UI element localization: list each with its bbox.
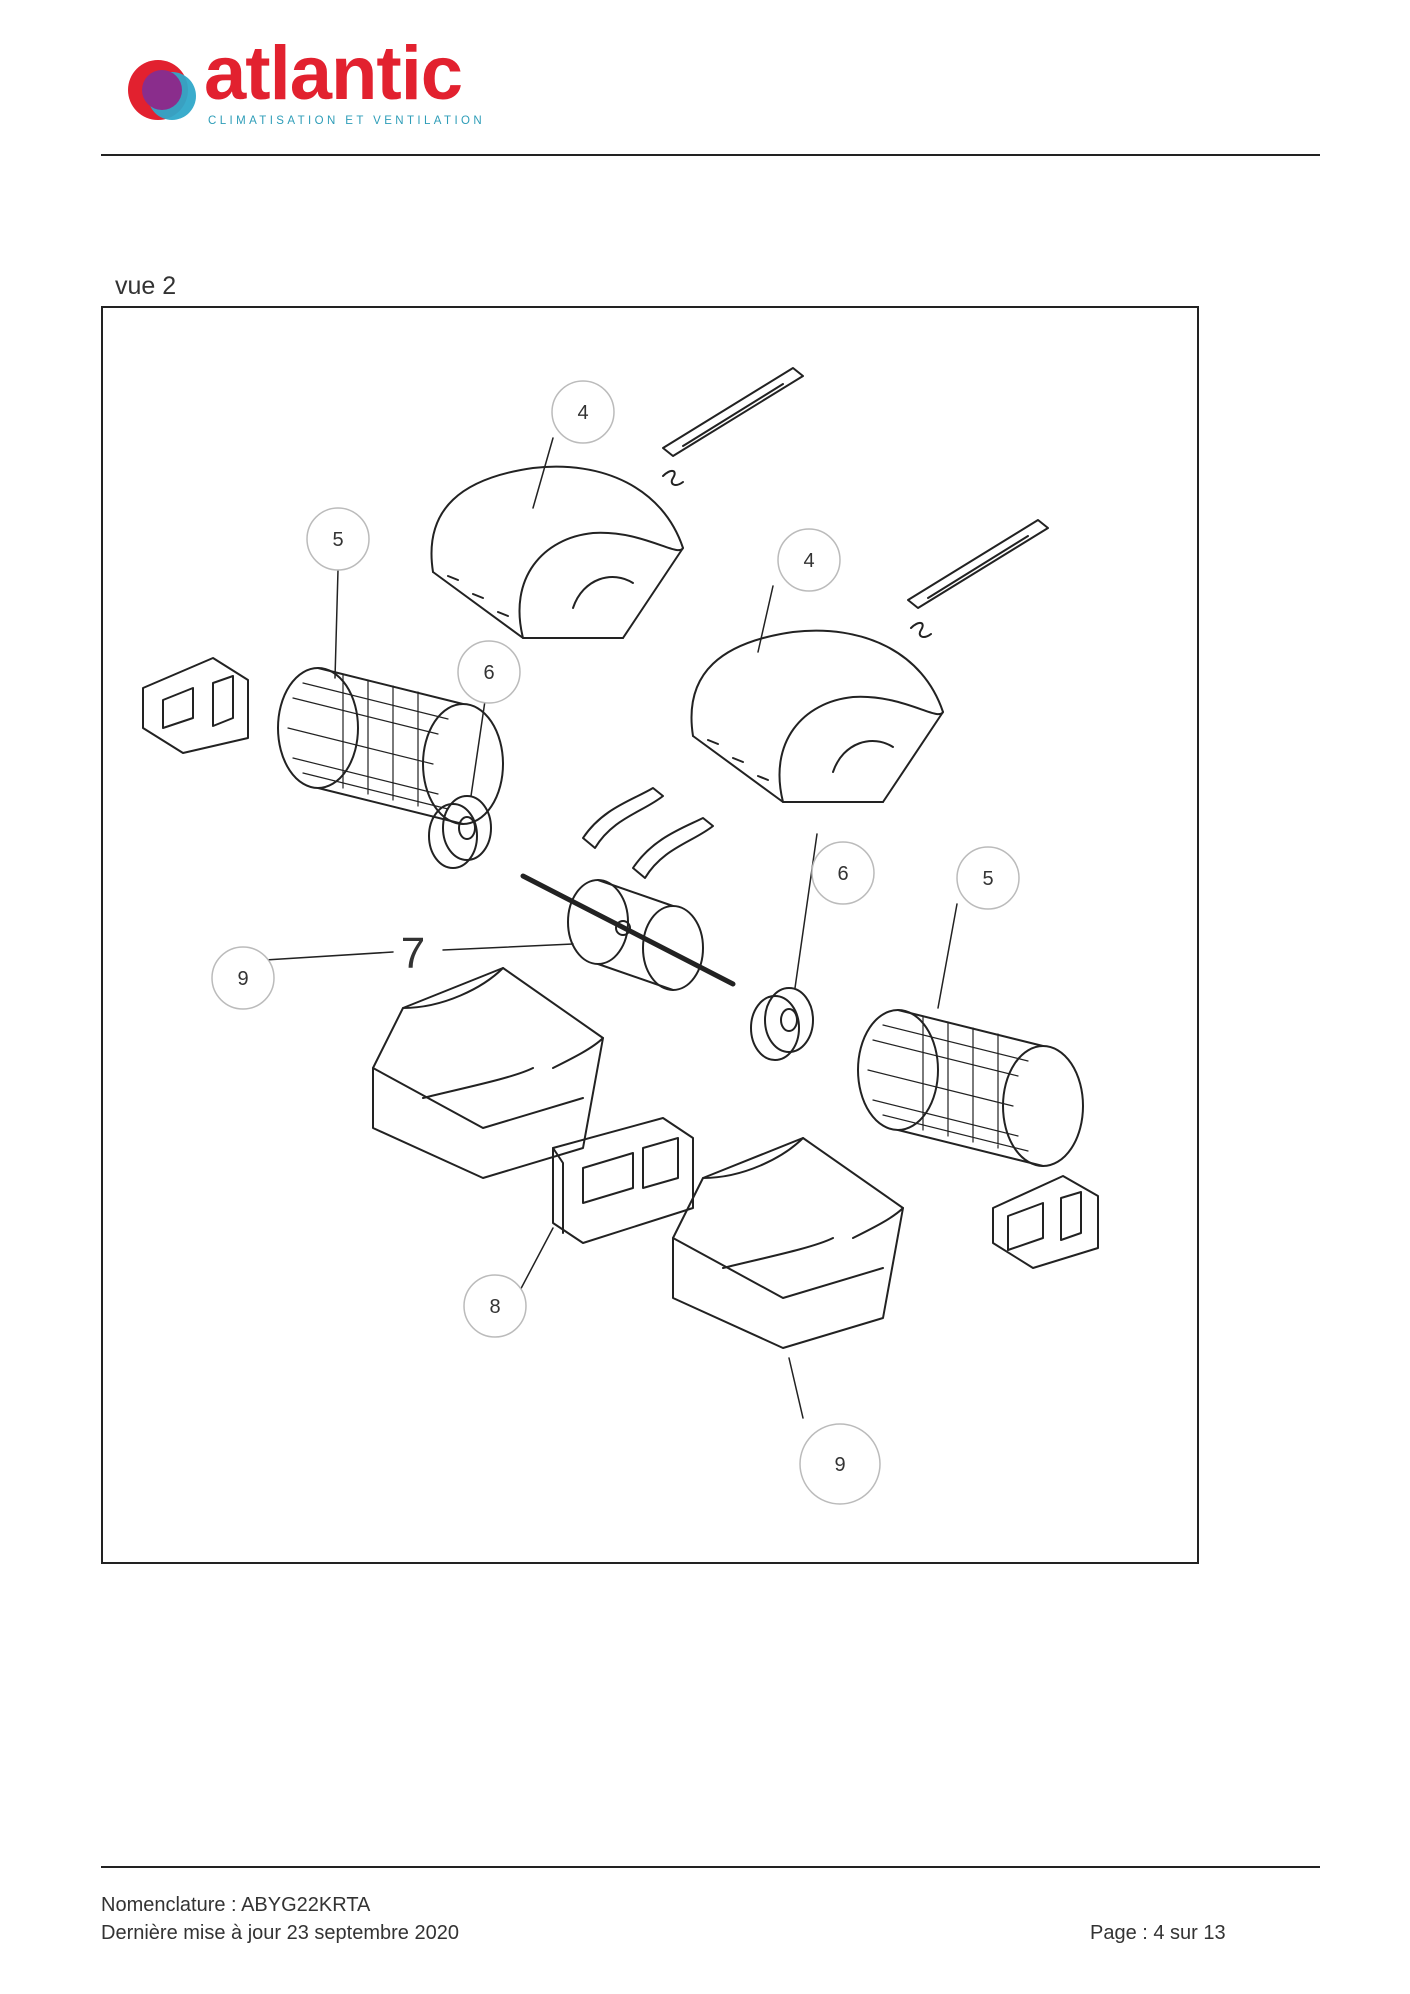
scroll-housing-lower-left bbox=[372, 967, 604, 1179]
brand-name: atlantic bbox=[204, 31, 463, 116]
footer-page-number: Page : 4 sur 13 bbox=[1090, 1922, 1226, 1944]
callout-label: 6 bbox=[483, 662, 494, 684]
exploded-view-drawing: 4 4 5 5 6 6 7 8 9 9 bbox=[142, 367, 1099, 1505]
brand-logo: atlantic CLIMATISATION ET VENTILATION bbox=[118, 36, 498, 134]
footer-rule bbox=[101, 1866, 1320, 1868]
callout-label: 4 bbox=[803, 550, 814, 572]
callout-label: 7 bbox=[401, 929, 425, 978]
exploded-view-frame: 4 4 5 5 6 6 7 8 9 9 bbox=[101, 306, 1199, 1564]
header-rule bbox=[101, 154, 1320, 156]
callout-label: 9 bbox=[237, 968, 248, 990]
footer-updated: Dernière mise à jour 23 septembre 2020 bbox=[101, 1922, 459, 1944]
callout-label: 6 bbox=[837, 863, 848, 885]
brand-tagline: CLIMATISATION ET VENTILATION bbox=[208, 115, 486, 127]
footer-nomenclature: Nomenclature : ABYG22KRTA bbox=[101, 1894, 371, 1916]
mounting-rail-right bbox=[907, 519, 1049, 638]
scroll-cover-right bbox=[690, 629, 944, 803]
blower-wheel-right bbox=[857, 1009, 1084, 1167]
callout-circle bbox=[811, 841, 875, 905]
coupling-right bbox=[750, 987, 814, 1061]
callout-circle bbox=[306, 507, 370, 571]
callout-label: 4 bbox=[577, 402, 588, 424]
callout-circle bbox=[777, 528, 841, 592]
scroll-cover-left bbox=[430, 465, 684, 639]
callout-label: 8 bbox=[489, 1296, 500, 1318]
blower-wheel-left bbox=[277, 667, 504, 825]
side-bracket-left bbox=[142, 657, 249, 754]
callout-circle bbox=[211, 946, 275, 1010]
callout-circle bbox=[551, 380, 615, 444]
fan-motor bbox=[520, 873, 736, 991]
mounting-rail-left bbox=[662, 367, 804, 486]
callout-label: 9 bbox=[834, 1454, 845, 1476]
coupling-left bbox=[428, 795, 492, 869]
callout-label: 5 bbox=[982, 868, 993, 890]
callout-circle bbox=[956, 846, 1020, 910]
callout-circle bbox=[463, 1274, 527, 1338]
callout-label: 5 bbox=[332, 529, 343, 551]
motor-straps bbox=[582, 787, 714, 879]
side-bracket-right bbox=[992, 1175, 1099, 1269]
logo-mark-icon bbox=[128, 60, 196, 120]
view-label: vue 2 bbox=[115, 272, 177, 300]
motor-mount-bracket bbox=[552, 1117, 694, 1244]
callout-circle bbox=[799, 1423, 881, 1505]
scroll-housing-lower-right bbox=[672, 1137, 904, 1349]
leader-lines bbox=[264, 437, 958, 1419]
callout-circle bbox=[457, 640, 521, 704]
